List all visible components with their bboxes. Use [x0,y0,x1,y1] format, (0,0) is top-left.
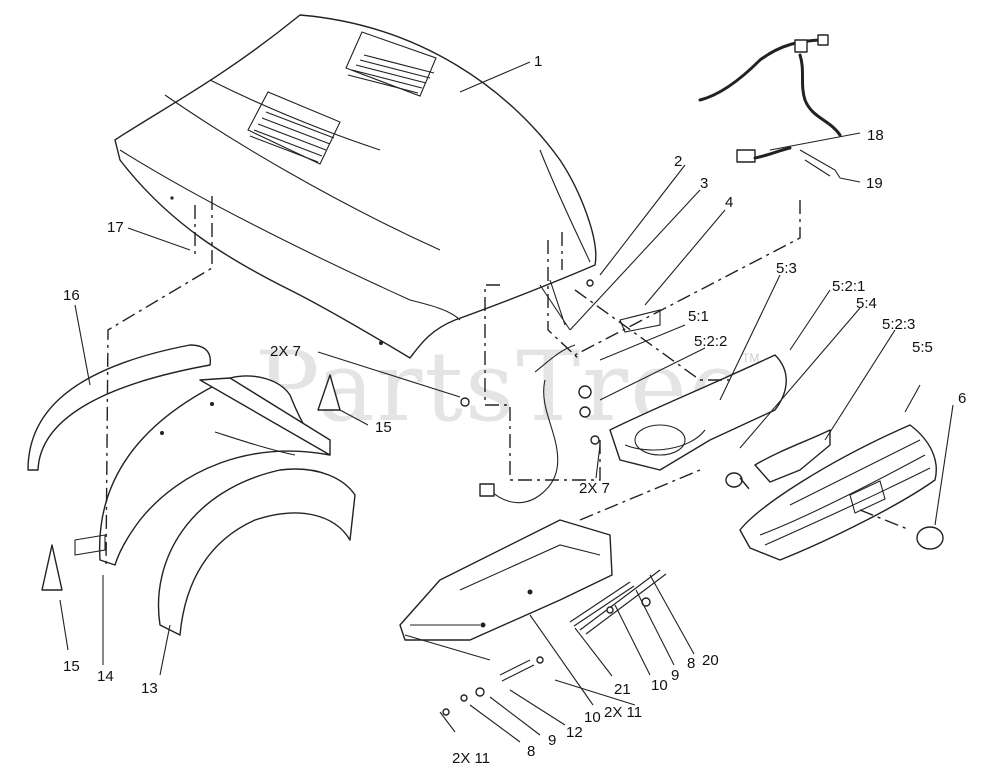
callout-9-bottom: 9 [548,732,556,749]
grille-housing-part [609,354,787,471]
watermark-trademark: TM [742,351,759,365]
callout-15-upper: 15 [375,419,392,436]
wedge-block-lower [41,544,63,591]
callout-labels: 1 2 3 4 6 2X 7 2X 7 8 8 9 9 10 10 2X 11 … [63,53,966,767]
lighting-wire [489,379,559,504]
callout-18: 18 [867,127,884,144]
leader-lines [59,61,954,743]
switch-connector-part [736,146,841,179]
callout-5-4: 5:4 [856,295,877,312]
callout-16: 16 [63,287,80,304]
callout-10-right: 10 [651,677,668,694]
callout-5-3: 5:3 [776,260,797,277]
callout-4: 4 [725,194,733,211]
callout-10-bottom: 10 [584,709,601,726]
wedge-block-upper [317,374,341,411]
callout-5-2-3: 5:2:3 [882,316,915,333]
callout-6: 6 [958,390,966,407]
callout-9-right: 9 [671,667,679,684]
callout-7-upper: 2X 7 [270,343,301,360]
wire-plug [479,483,495,497]
callout-5-5: 5:5 [912,339,933,356]
fender-part [157,468,356,636]
callout-15-lower: 15 [63,658,80,675]
callout-11-right: 2X 11 [604,704,642,721]
grille-light-part [725,472,743,488]
hood-vents-lower [247,91,341,165]
callout-12: 12 [566,724,583,741]
callout-3: 3 [700,175,708,192]
grille-support-bracket [399,519,613,661]
callout-13: 13 [141,680,158,697]
callout-20: 20 [702,652,719,669]
callout-14: 14 [97,668,114,685]
hood-vents-upper [345,31,437,97]
callout-11-bottom: 2X 11 [452,750,490,767]
hood-part [114,14,597,359]
rear-fender-part [74,375,331,566]
grille-front-part [739,424,937,561]
grille-panel-part [754,429,831,483]
fender-trim-part [27,344,212,471]
callout-5-2-1: 5:2:1 [832,278,865,295]
wiring-harness-part [698,34,842,137]
callout-8-bottom: 8 [527,743,535,760]
fasteners [442,569,667,716]
callout-17: 17 [107,219,124,236]
callout-7-lower: 2X 7 [579,480,610,497]
callout-21: 21 [614,681,631,698]
callout-5-1: 5:1 [688,308,709,325]
callout-5-2-2: 5:2:2 [694,333,727,350]
alignment-lines [105,196,911,566]
callout-19: 19 [866,175,883,192]
callout-2: 2 [674,153,682,170]
hardware-bits [460,279,661,445]
knob-part [916,526,944,550]
callout-8-right: 8 [687,655,695,672]
callout-1: 1 [534,53,542,70]
